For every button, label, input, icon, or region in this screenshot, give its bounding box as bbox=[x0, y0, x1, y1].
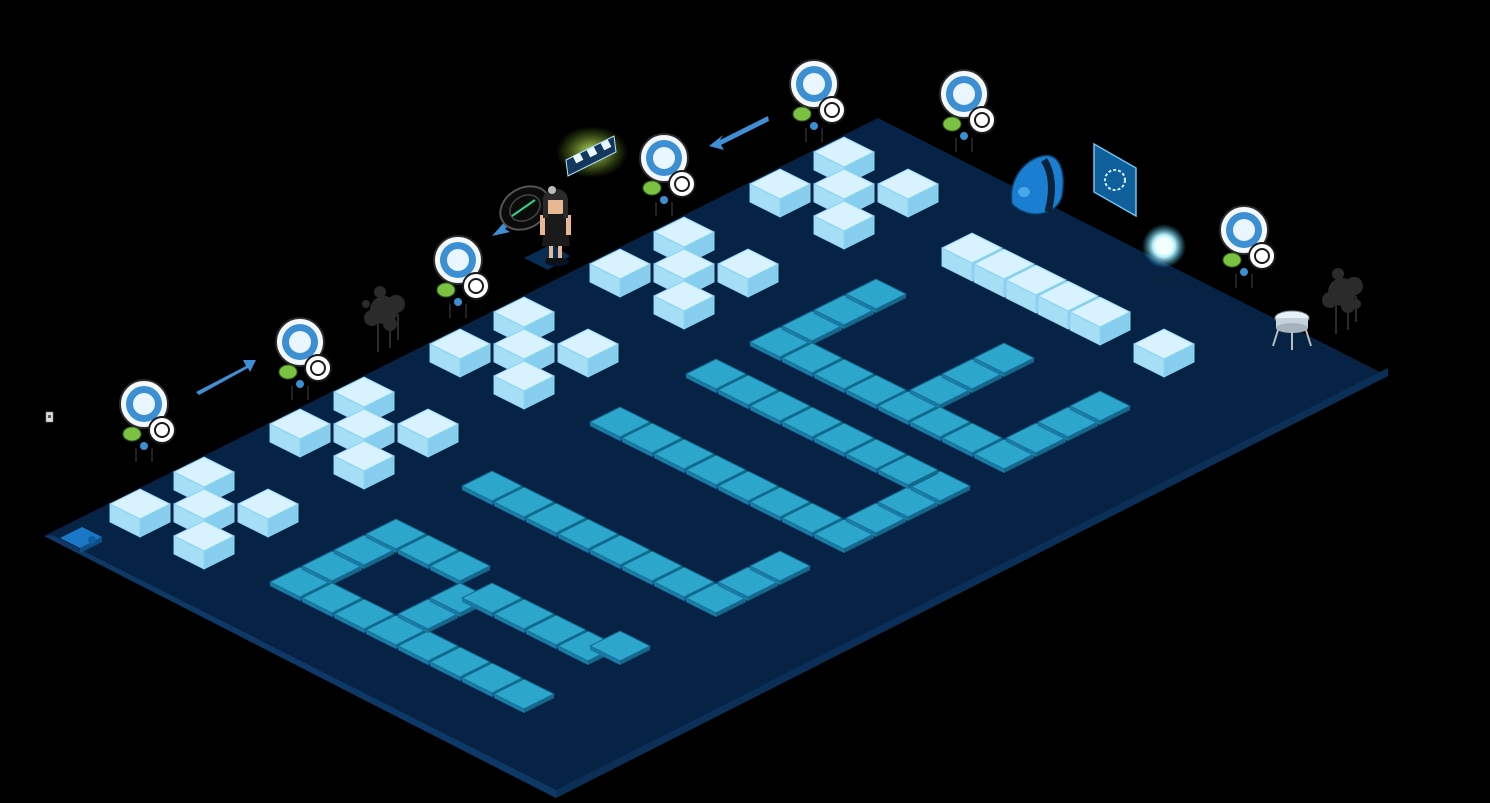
floor-tile bbox=[492, 678, 556, 713]
floor-tile bbox=[716, 470, 780, 505]
ice-block[interactable] bbox=[812, 200, 876, 250]
floor-tile bbox=[428, 550, 492, 585]
ink-splash-icon bbox=[362, 286, 405, 352]
wall-switch-icon[interactable] bbox=[45, 411, 54, 423]
poster-icon[interactable] bbox=[1093, 142, 1137, 218]
floor-tile bbox=[588, 630, 652, 665]
door-tile[interactable] bbox=[524, 244, 570, 270]
avatar-icon[interactable] bbox=[540, 186, 571, 266]
speaker-icon[interactable] bbox=[275, 317, 332, 400]
ice-block[interactable] bbox=[1068, 296, 1132, 346]
ice-block[interactable] bbox=[492, 360, 556, 410]
ice-block[interactable] bbox=[588, 248, 652, 298]
speaker-icon[interactable] bbox=[1219, 205, 1276, 288]
floor-tile bbox=[972, 342, 1036, 377]
ice-block[interactable] bbox=[268, 408, 332, 458]
letter-tiles bbox=[268, 278, 1132, 713]
speaker-icon[interactable] bbox=[939, 69, 996, 152]
ice-block[interactable] bbox=[556, 328, 620, 378]
floor-tile bbox=[620, 550, 684, 585]
speaker-icon[interactable] bbox=[789, 59, 846, 142]
speaker-icon[interactable] bbox=[433, 235, 490, 318]
floor-mat-icon[interactable] bbox=[60, 527, 102, 553]
ice-block[interactable] bbox=[236, 488, 300, 538]
speaker-icon[interactable] bbox=[639, 133, 696, 216]
ink-splash-icon bbox=[1322, 268, 1363, 334]
arrow-sign-icon[interactable] bbox=[196, 360, 256, 395]
floor-tile bbox=[684, 358, 748, 393]
vinyl-record-icon[interactable] bbox=[492, 178, 557, 239]
ice-block[interactable] bbox=[652, 248, 716, 298]
ice-block[interactable] bbox=[1132, 328, 1196, 378]
floor-tile bbox=[524, 502, 588, 537]
ice-block[interactable] bbox=[108, 488, 172, 538]
glow-orb-icon[interactable] bbox=[1142, 224, 1186, 284]
ice-block[interactable] bbox=[716, 248, 780, 298]
floor-tile bbox=[908, 374, 972, 409]
stool-icon[interactable] bbox=[1272, 310, 1312, 350]
neon-sign-icon[interactable] bbox=[556, 126, 628, 178]
floor-tile bbox=[1068, 390, 1132, 425]
speaker-icon[interactable] bbox=[119, 379, 176, 462]
ice-block[interactable] bbox=[428, 328, 492, 378]
ice-block[interactable] bbox=[748, 168, 812, 218]
ice-block[interactable] bbox=[396, 408, 460, 458]
ice-blocks bbox=[108, 136, 1196, 570]
ice-block[interactable] bbox=[652, 280, 716, 330]
ice-block[interactable] bbox=[332, 440, 396, 490]
floor-tile bbox=[524, 614, 588, 649]
floor-tile bbox=[652, 438, 716, 473]
ice-block[interactable] bbox=[172, 520, 236, 570]
floor-tile bbox=[844, 278, 908, 313]
floor-tile bbox=[876, 454, 940, 489]
ice-block[interactable] bbox=[876, 168, 940, 218]
floor-tile bbox=[748, 486, 812, 521]
bean-bag-icon[interactable] bbox=[1010, 154, 1064, 215]
speakers bbox=[119, 59, 1276, 462]
arrow-sign-icon[interactable] bbox=[709, 116, 769, 150]
floor-tile bbox=[748, 550, 812, 585]
